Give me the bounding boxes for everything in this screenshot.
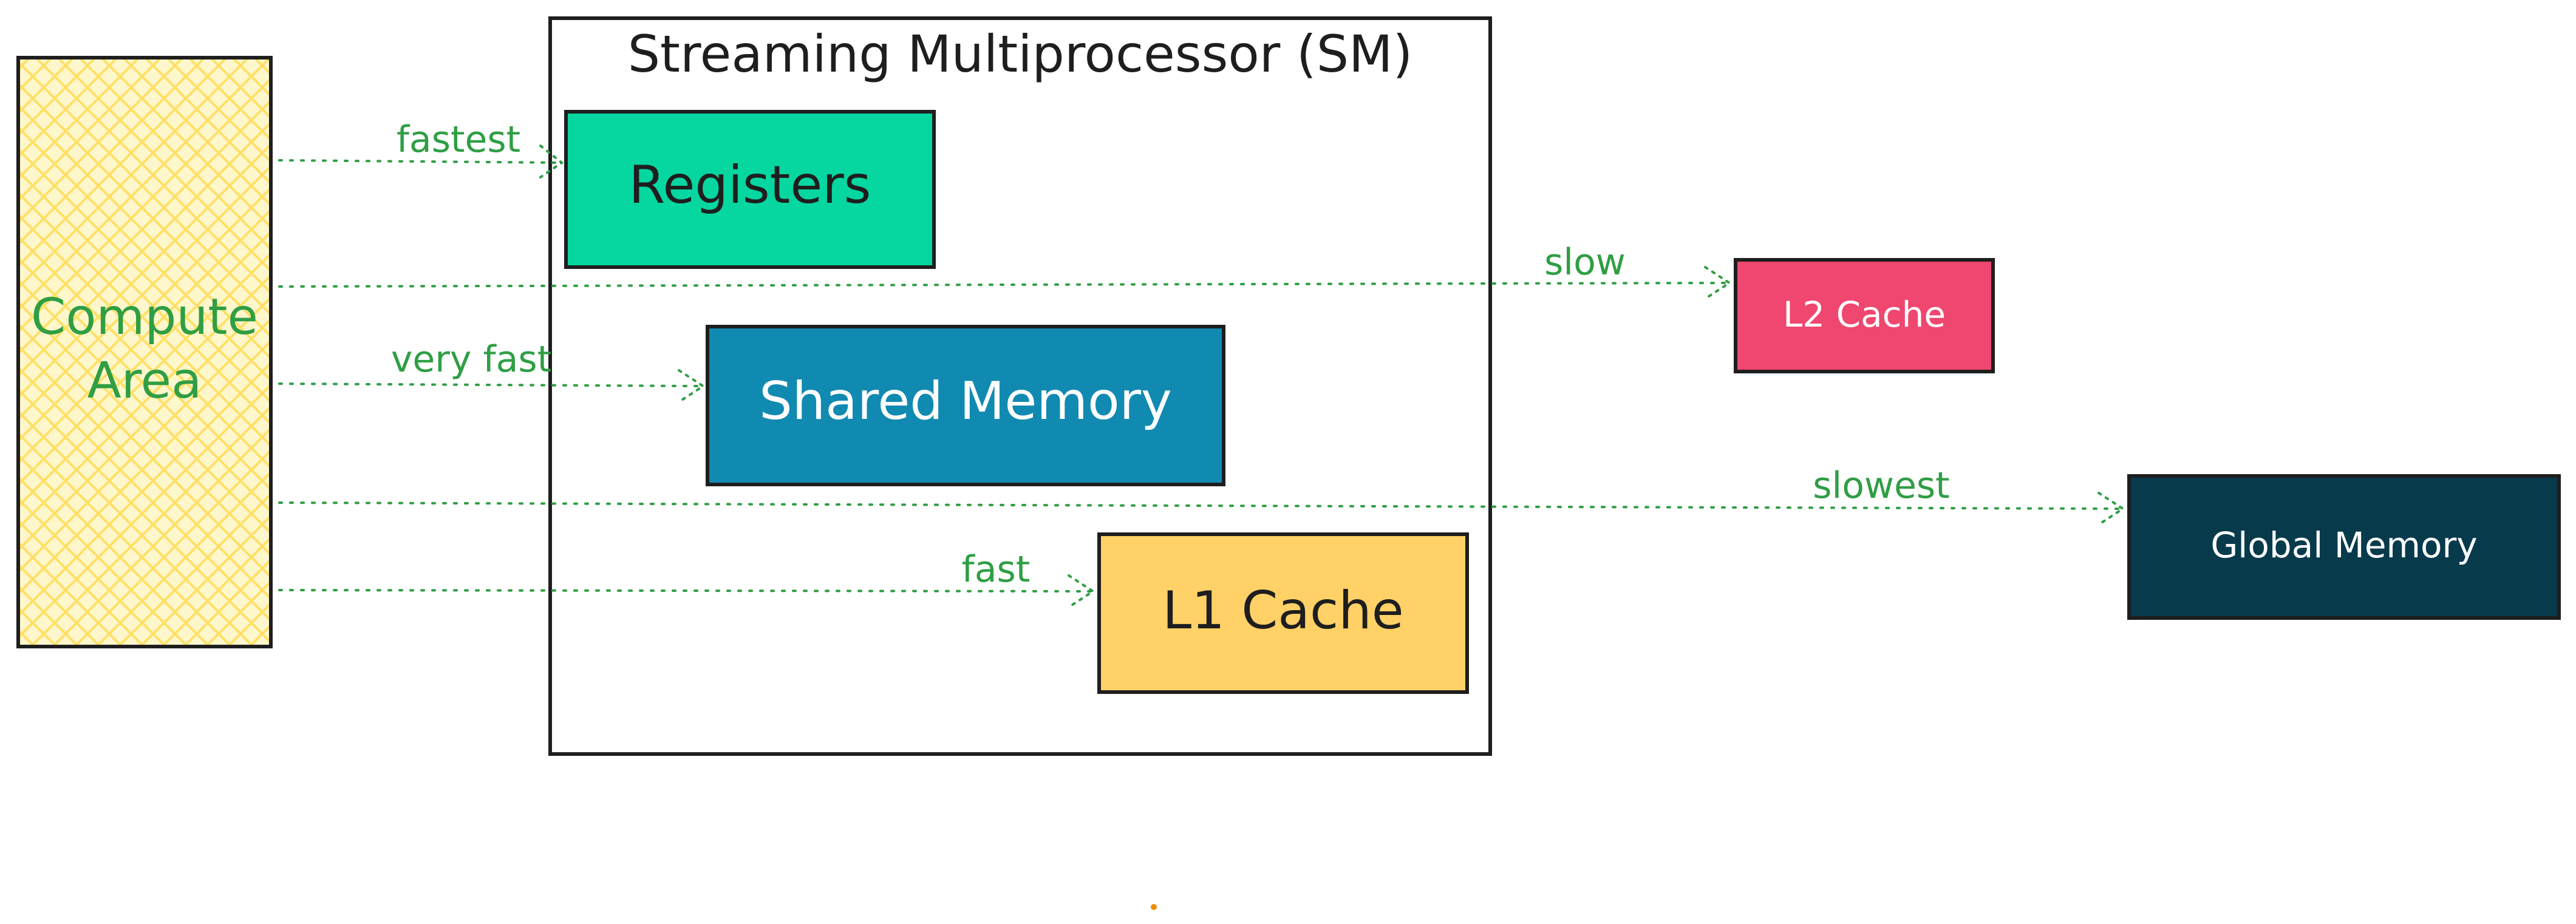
compute-area[interactable]: Compute Area xyxy=(16,56,273,648)
shared-memory-label: Shared Memory xyxy=(759,371,1172,432)
l2-cache-box[interactable]: L2 Cache xyxy=(1734,258,1995,373)
streaming-multiprocessor[interactable]: Streaming Multiprocessor (SM) xyxy=(548,16,1492,756)
edge-label-very-fast: very fast xyxy=(391,338,551,381)
l1-cache-box[interactable]: L1 Cache xyxy=(1097,532,1469,694)
edge-shared-memory: very fast xyxy=(278,338,706,403)
l2-cache-label: L2 Cache xyxy=(1783,294,1946,335)
shared-memory-box[interactable]: Shared Memory xyxy=(706,325,1225,486)
edge-label-slowest: slowest xyxy=(1813,464,1949,507)
global-memory-box[interactable]: Global Memory xyxy=(2127,474,2561,620)
edge-label-slow: slow xyxy=(1544,241,1626,284)
global-memory-label: Global Memory xyxy=(2210,525,2477,566)
l1-cache-label: L1 Cache xyxy=(1162,580,1403,641)
registers-box[interactable]: Registers xyxy=(564,110,936,269)
edge-l1-cache: fast xyxy=(278,548,1095,608)
edge-label-fastest: fastest xyxy=(397,118,520,161)
compute-area-label-line1: Compute xyxy=(31,288,258,346)
edge-global-memory: slowest xyxy=(278,464,2125,526)
sm-title: Streaming Multiprocessor (SM) xyxy=(628,24,1413,84)
edge-registers: fastest xyxy=(278,118,564,178)
edge-l2-cache: slow xyxy=(278,241,1732,300)
compute-area-label-line2: Area xyxy=(87,352,202,410)
stray-dot xyxy=(1151,904,1157,910)
registers-label: Registers xyxy=(629,155,871,216)
edge-label-fast: fast xyxy=(962,548,1031,591)
